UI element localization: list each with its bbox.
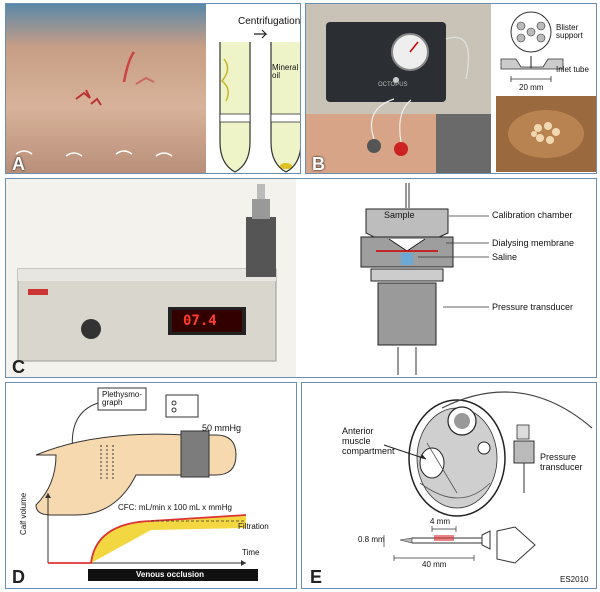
calf-volume-curve: [48, 514, 247, 564]
panel-a-label: A: [12, 154, 25, 174]
panel-a: Centrifugation Mineral oil A: [5, 3, 301, 174]
calibration-chamber-label: Calibration chamber: [492, 210, 573, 220]
osmometer-readout: 07.4: [183, 313, 217, 329]
skin-photo: [6, 4, 206, 173]
panel-e: Anterior muscle compartment Pressure tra…: [301, 382, 597, 589]
panel-b: OCTOPUS Blister support Inlet tube 20 mm…: [305, 3, 597, 174]
pressure-transducer-label-e: Pressure transducer: [540, 452, 583, 472]
cuff-pressure-label: 50 mmHg: [202, 423, 242, 433]
blister-cup-black: [367, 139, 381, 153]
panel-c-art: [6, 179, 489, 377]
pressure-transducer-icon: [513, 440, 535, 464]
anterior-compartment: [419, 447, 445, 479]
mineral-oil-label: Mineral oil: [272, 63, 299, 80]
pressure-chamber: [246, 217, 276, 277]
saline-label: Saline: [492, 252, 518, 262]
venous-occlusion-bar: [88, 569, 258, 581]
zero-knob: [81, 319, 101, 339]
venous-occlusion-label: Venous occlusion: [136, 570, 205, 579]
credit-label: ES2010: [560, 575, 589, 584]
dim-4mm: 4 mm: [430, 517, 450, 526]
y-axis-label: Calf volume: [19, 492, 28, 535]
arrow-icon: [254, 29, 268, 39]
sample-label: Sample: [384, 210, 415, 220]
device-brand: OCTOPUS: [378, 82, 408, 88]
pressure-transducer-shape: [377, 282, 437, 346]
filtration-area: [91, 515, 246, 563]
dim-0-8mm: 0.8 mm: [358, 535, 385, 544]
blister-support-profile: [500, 58, 564, 70]
centrifugation-label: Centrifugation: [238, 16, 301, 27]
dialysing-membrane-label: Dialysing membrane: [492, 238, 575, 248]
pressure-transducer-label: Pressure transducer: [492, 302, 574, 312]
plethysmograph-label: Plethysmo- graph: [102, 390, 143, 408]
anterior-compartment-label: Anterior muscle compartment: [342, 426, 395, 456]
dimension-20mm: 20 mm: [519, 83, 544, 92]
filtration-label: Filtration: [238, 522, 269, 531]
panel-c-label: C: [12, 357, 25, 377]
cfc-formula: CFC: mL/min x 100 mL x mmHg: [118, 503, 232, 512]
panel-d-label: D: [12, 567, 25, 587]
panel-b-art: [306, 4, 596, 173]
tube-left: [219, 42, 251, 173]
blister-2: [122, 51, 136, 83]
panel-c: 07.4 Sample Calibration chamber Dialysin…: [5, 178, 597, 378]
inlet-tube-label: Inlet tube: [556, 65, 589, 74]
panel-a-art: [6, 4, 300, 173]
tube-right: [270, 42, 300, 173]
panel-d-art: [35, 387, 258, 581]
octopus-device: [326, 22, 446, 102]
blister-1: [75, 89, 91, 100]
blister-support-label: Blister support: [556, 23, 583, 40]
occlusion-cuff: [180, 430, 210, 478]
panel-d: Plethysmo- graph 50 mmHg CFC: mL/min x 1…: [5, 382, 297, 589]
blister-cup-red: [394, 142, 408, 156]
panel-b-label: B: [312, 154, 325, 174]
dim-40mm: 40 mm: [422, 560, 447, 569]
catheter-tube: [441, 391, 593, 429]
x-axis-label: Time: [242, 548, 260, 557]
panel-e-label: E: [310, 567, 323, 587]
plethysmograph-box: [97, 387, 147, 411]
panel-e-art: [383, 391, 593, 564]
needle-hub: [496, 526, 536, 564]
